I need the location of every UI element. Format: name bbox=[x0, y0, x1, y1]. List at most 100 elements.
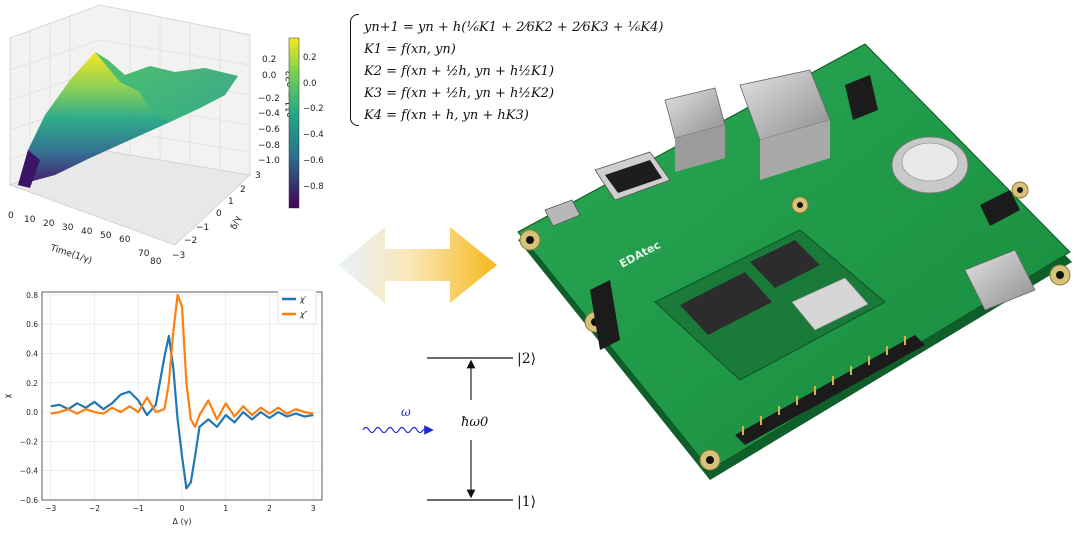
compute-module bbox=[654, 229, 886, 381]
surface-x-tick: 50 bbox=[100, 231, 112, 241]
double-arrow-svg bbox=[338, 227, 497, 303]
line-chart-frame bbox=[41, 291, 323, 501]
sd-card-slot bbox=[964, 249, 1036, 311]
y-tick-label: 0.8 bbox=[26, 291, 38, 300]
surface-low-edge bbox=[18, 150, 40, 188]
colorbar-tick: −0.8 bbox=[303, 182, 324, 192]
usb-side bbox=[675, 125, 725, 172]
equation-row-3: K2 = f(xn + ½h, yn + h½K1) bbox=[364, 64, 555, 79]
equation-row-4: K3 = f(xn + ½h, yn + h½K2) bbox=[364, 86, 555, 101]
gpio-header bbox=[735, 335, 925, 445]
y-tick-label: 0.4 bbox=[26, 350, 38, 359]
colorbar-tick: −0.2 bbox=[303, 104, 324, 114]
surface-x-tick: 0 bbox=[8, 211, 14, 221]
ethernet-side bbox=[760, 120, 830, 180]
gpio-pins bbox=[742, 336, 906, 435]
surface-z-tick: −0.4 bbox=[258, 109, 280, 119]
colorbar-tick: −0.6 bbox=[303, 156, 324, 166]
double-arrow-shape bbox=[338, 227, 497, 303]
surface-y-tick: 2 bbox=[240, 185, 246, 195]
surface-plot-svg: 0 10 20 30 40 50 60 70 80 Time(1/γ) 3 2 … bbox=[8, 4, 324, 267]
surface-y-tick: 3 bbox=[255, 171, 261, 181]
surface-y-tick: 0 bbox=[216, 209, 222, 219]
y-tick-label: −0.6 bbox=[20, 496, 38, 505]
surface-y-tick: 1 bbox=[228, 197, 234, 207]
surface-plot-3d: 0 10 20 30 40 50 60 70 80 Time(1/γ) 3 2 … bbox=[0, 0, 330, 270]
hdmi-slot bbox=[605, 160, 662, 193]
surface-x-tick: 20 bbox=[43, 219, 55, 229]
surface-x-tick: 40 bbox=[81, 227, 93, 237]
line-chart-legend: χ′ χ″ bbox=[277, 289, 317, 325]
x-tick-label: −3 bbox=[45, 504, 56, 513]
surface-x-tick: 70 bbox=[138, 249, 150, 259]
surface-z-tick: −1.0 bbox=[258, 156, 280, 166]
energy-level-diagram: |2⟩ |1⟩ ħω0 ω bbox=[355, 340, 565, 520]
line-chart-ticks: −3 −2 −1 0 1 2 3 −0.6 −0.4 −0.2 0.0 0.2 0.4 0.6 0.8 bbox=[20, 291, 316, 513]
x-tick-label: −1 bbox=[133, 504, 144, 513]
energy-level-svg: |2⟩ |1⟩ ħω0 ω bbox=[362, 351, 536, 510]
usb-c-port bbox=[544, 199, 581, 227]
surface-plateau bbox=[95, 52, 238, 122]
y-tick-label: 0.0 bbox=[26, 408, 38, 417]
photon-frequency-label: ω bbox=[401, 405, 411, 419]
equation-row-2: K1 = f(xn, yn) bbox=[364, 42, 456, 57]
surface-z-tick: 0.2 bbox=[262, 55, 276, 65]
side-header bbox=[845, 75, 878, 120]
power-header bbox=[590, 280, 620, 350]
surface-y-tick: −3 bbox=[172, 251, 185, 261]
colorbar bbox=[288, 37, 300, 209]
line-chart-series bbox=[50, 293, 314, 490]
surface-y-label: δ/γ bbox=[229, 214, 243, 231]
colorbar-tick: 0.0 bbox=[303, 79, 317, 89]
upper-level-label: |2⟩ bbox=[517, 351, 536, 367]
legend-label-chi-prime: χ′ bbox=[299, 295, 307, 304]
y-tick-label: 0.6 bbox=[26, 320, 38, 329]
soc-chip bbox=[680, 272, 772, 335]
x-tick-label: −2 bbox=[89, 504, 100, 513]
equation-row-5: K4 = f(xn + h, yn + hK3) bbox=[364, 108, 529, 123]
legend-label-chi-double-prime: χ″ bbox=[299, 310, 308, 319]
pcb-board-image: EDAtec bbox=[510, 40, 1080, 490]
colorbar-tick: −0.4 bbox=[303, 130, 324, 140]
surface-x-tick: 10 bbox=[24, 215, 36, 225]
equation-row-1: yn+1 = yn + h(⅙K1 + 2⁄6K2 + 2⁄6K3 + ⅙K4) bbox=[364, 20, 664, 35]
line-chart-svg: −3 −2 −1 0 1 2 3 −0.6 −0.4 −0.2 0.0 0.2 0.4 0.6 0.8 Δ … bbox=[3, 289, 323, 526]
x-tick-label: 0 bbox=[180, 504, 185, 513]
x-tick-label: 3 bbox=[311, 504, 316, 513]
series-line-chi-prime bbox=[50, 334, 314, 490]
ram-chip bbox=[750, 240, 820, 288]
surface-y-tick: −1 bbox=[196, 223, 209, 233]
surface-z-tick: 0.0 bbox=[262, 71, 277, 81]
surface-x-ticks: 0 10 20 30 40 50 60 70 80 bbox=[8, 211, 162, 267]
surface-z-ticks: 0.2 0.0 −0.2 −0.4 −0.6 −0.8 −1.0 bbox=[258, 55, 280, 166]
series-line-chi-double-prime bbox=[50, 293, 314, 428]
y-tick-label: −0.4 bbox=[20, 467, 38, 476]
x-tick-label: 2 bbox=[267, 504, 272, 513]
surface-x-tick: 80 bbox=[150, 257, 162, 267]
line-chart-y-label: χ bbox=[3, 393, 12, 398]
pcb-board-svg: EDAtec bbox=[517, 43, 1072, 480]
colorbar-ticks: 0.2 0.0 −0.2 −0.4 −0.6 −0.8 bbox=[303, 53, 324, 192]
wifi-shield bbox=[791, 277, 869, 331]
line-chart-x-label: Δ (γ) bbox=[173, 517, 192, 526]
rtc-battery-cell bbox=[901, 142, 959, 182]
y-tick-label: 0.2 bbox=[26, 379, 38, 388]
surface-x-tick: 30 bbox=[62, 223, 74, 233]
y-tick-label: −0.2 bbox=[20, 437, 38, 446]
surface-x-label: Time(1/γ) bbox=[48, 243, 93, 266]
x-tick-label: 1 bbox=[223, 504, 228, 513]
photon-wave bbox=[362, 425, 434, 435]
surface-z-tick: −0.2 bbox=[258, 94, 280, 104]
surface-y-ticks: 3 2 1 0 −1 −2 −3 bbox=[172, 171, 261, 261]
fan-header bbox=[980, 190, 1020, 226]
susceptibility-line-chart: −3 −2 −1 0 1 2 3 −0.6 −0.4 −0.2 0.0 0.2 0.4 0.6 0.8 Δ … bbox=[0, 282, 330, 529]
surface-x-tick: 60 bbox=[119, 235, 131, 245]
gap-energy-label: ħω0 bbox=[461, 415, 488, 430]
rk4-equations: yn+1 = yn + h(⅙K1 + 2⁄6K2 + 2⁄6K3 + ⅙K4)… bbox=[350, 12, 664, 132]
surface-z-tick: −0.6 bbox=[258, 125, 280, 135]
surface-z-tick: −0.8 bbox=[258, 141, 280, 151]
colorbar-tick: 0.2 bbox=[303, 53, 317, 63]
surface-y-tick: −2 bbox=[184, 236, 197, 246]
lower-level-label: |1⟩ bbox=[517, 494, 536, 510]
equation-brace bbox=[350, 14, 359, 126]
